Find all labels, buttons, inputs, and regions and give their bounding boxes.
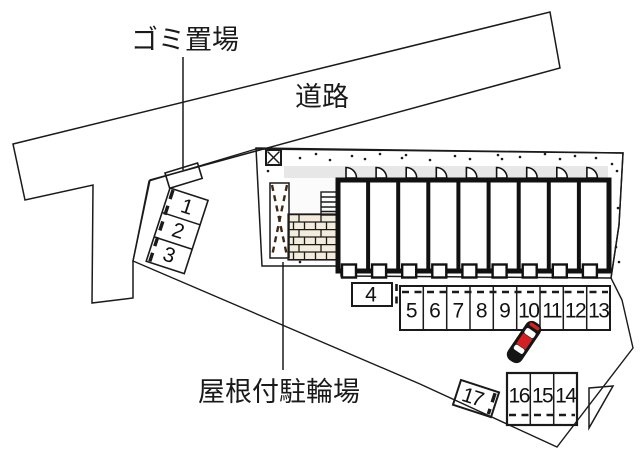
parking-space-8: 8 — [476, 300, 488, 323]
space-17-dashed-edge — [486, 392, 497, 415]
parking-row-14-16: 16 15 14 — [505, 371, 579, 427]
parking-space-1: 1 — [178, 194, 196, 219]
parking-space-13: 13 — [588, 300, 609, 323]
apartment-unit-block — [335, 166, 612, 279]
row-dividers — [422, 286, 588, 330]
road-surface — [12, 11, 561, 304]
unit-walls — [366, 180, 581, 271]
stair-landing — [287, 213, 339, 261]
parking-space-17-box: 17 — [451, 378, 501, 419]
parking-space-7: 7 — [452, 300, 464, 323]
corner-wedge — [588, 385, 615, 431]
parking-space-5: 5 — [406, 300, 418, 323]
parking-space-16: 16 — [509, 385, 530, 408]
parking-row-5-13: 5 6 7 8 9 10 11 12 13 — [399, 285, 611, 331]
parking-space-4-box: 4 — [351, 282, 398, 307]
parking-spaces-1-3: 1 2 3 — [145, 186, 210, 275]
unit-balcony-notches — [340, 263, 599, 279]
car-icon — [506, 320, 542, 364]
parking-space-4: 4 — [365, 284, 377, 307]
road-label: 道路 — [295, 82, 349, 112]
parking-space-6: 6 — [429, 300, 441, 323]
utility-box-symbol — [265, 149, 282, 166]
garbage-area-label: ゴミ置場 — [131, 25, 239, 55]
parking-space-14: 14 — [555, 385, 577, 408]
building-texture-dots — [266, 152, 621, 273]
parking-space-9: 9 — [499, 300, 511, 323]
parking-space-3: 3 — [160, 243, 178, 268]
parking-space-10: 10 — [518, 300, 539, 323]
covered-bicycle-shed — [269, 182, 290, 259]
unit-door-arcs — [345, 166, 599, 179]
parking-space-12: 12 — [565, 300, 586, 323]
parking-space-2: 2 — [169, 219, 187, 244]
covered-bicycle-parking-label: 屋根付駐輪場 — [198, 377, 360, 407]
garbage-area-box — [164, 162, 204, 190]
space-1-3-dashed-edge — [148, 189, 175, 262]
parking-space-11: 11 — [542, 300, 562, 323]
parking-space-15: 15 — [532, 385, 553, 408]
